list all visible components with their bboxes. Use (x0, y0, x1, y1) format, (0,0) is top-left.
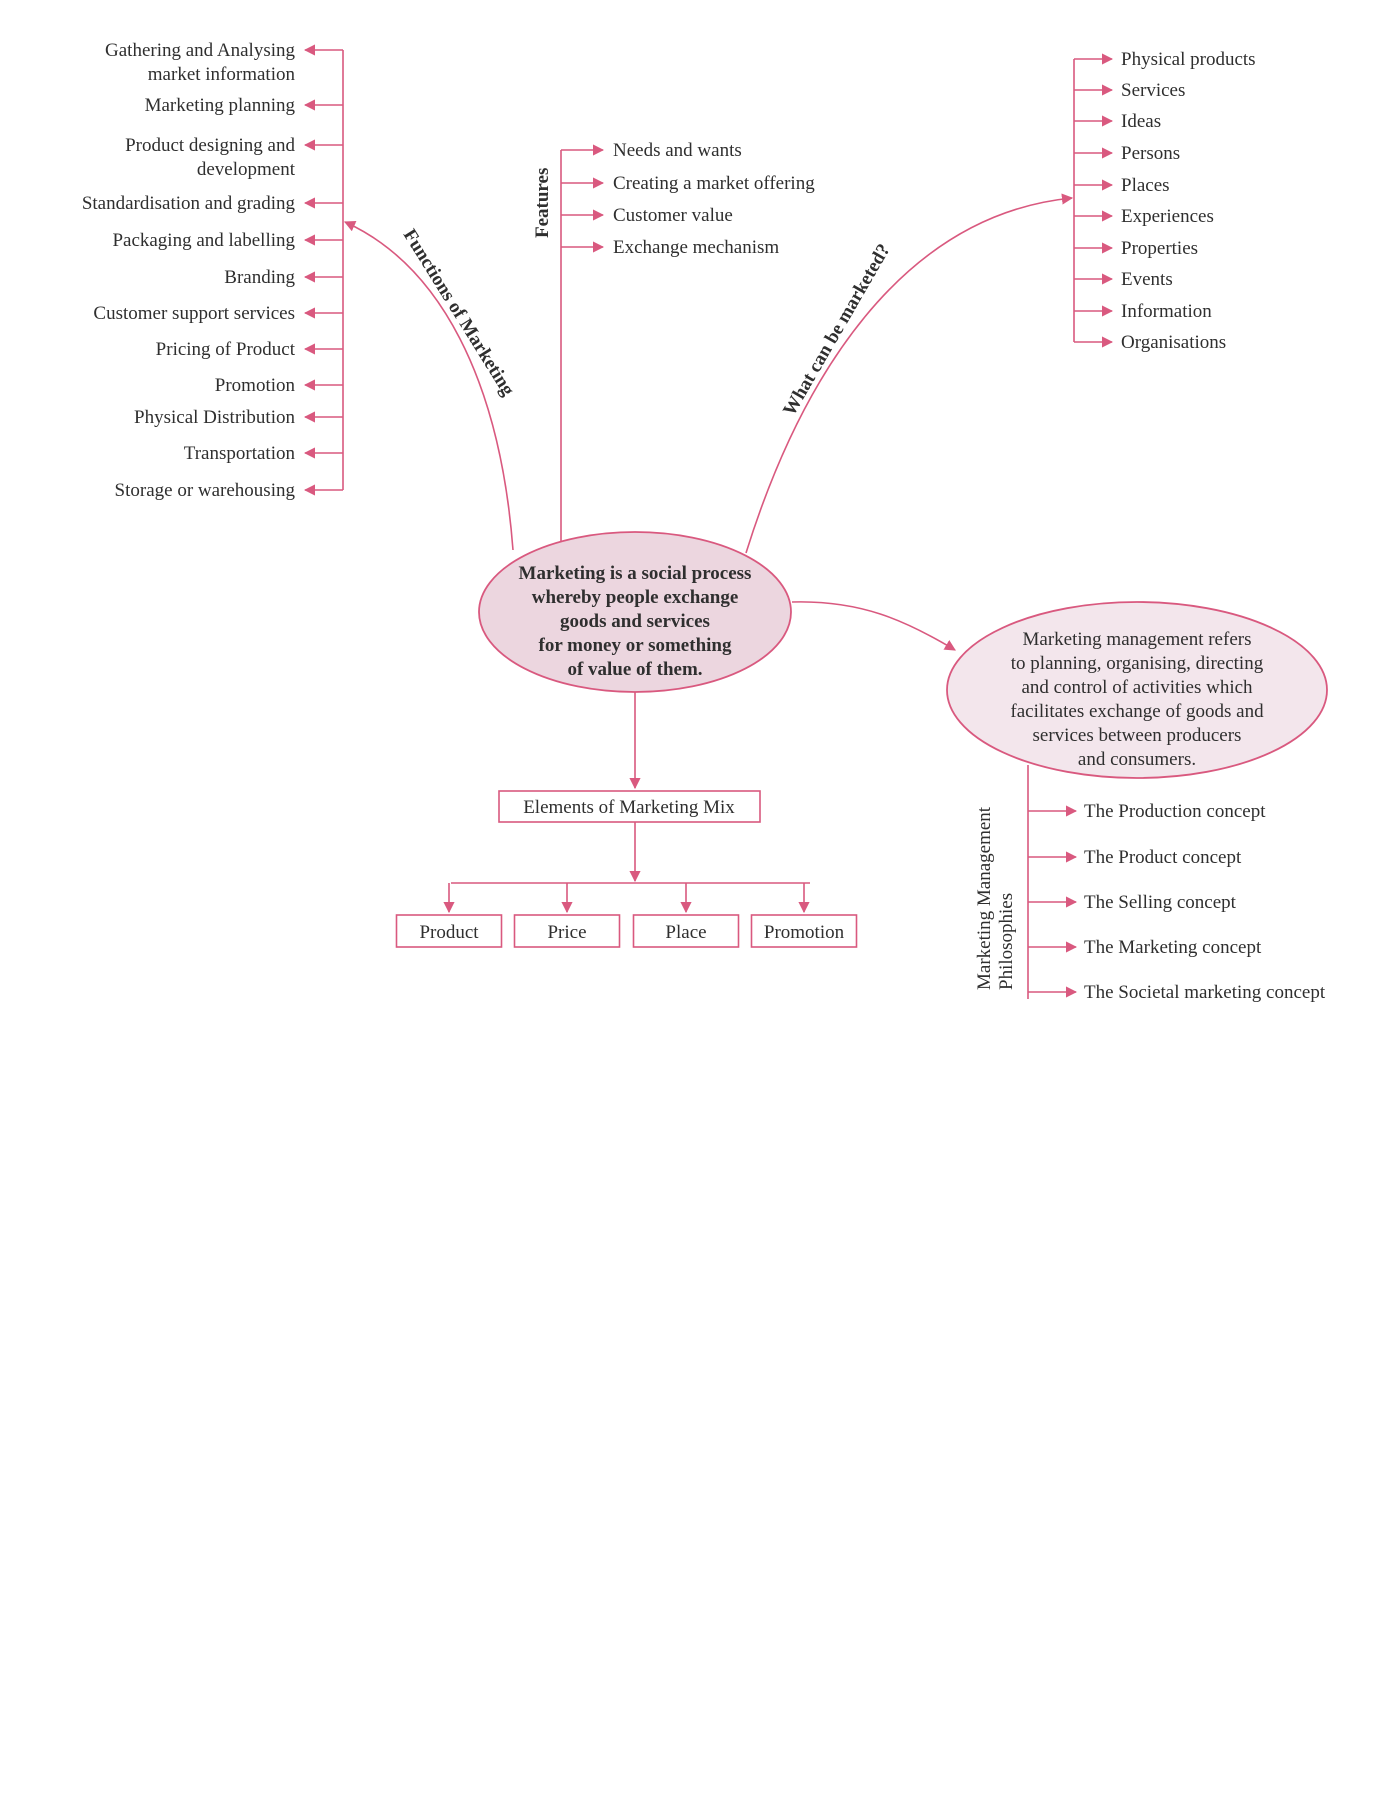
text-line: Standardisation and grading (82, 193, 296, 214)
marketing-mix-branch: Elements of Marketing Mix Product Price Pl… (395, 692, 858, 948)
feature-item: Customer value (613, 205, 733, 226)
text-line: Pricing of Product (156, 339, 296, 360)
text-line: Storage or warehousing (115, 480, 296, 501)
mix-item-label: Product (419, 922, 479, 943)
text-line: for money or something (539, 635, 732, 656)
text-line: Transportation (184, 443, 296, 464)
mix-item-label: Price (547, 922, 586, 943)
mix-item-box (632, 914, 740, 948)
text-line: development (197, 159, 296, 180)
marketed-item: Places (1121, 175, 1170, 196)
function-item: Transportation (184, 443, 296, 464)
marketed-item: Events (1121, 269, 1173, 290)
text-line: Packaging and labelling (112, 230, 295, 251)
center-definition-text: Marketing is a social process whereby peo… (519, 563, 752, 680)
text-line: Marketing management refers (1023, 629, 1252, 650)
text-line: Customer support services (93, 303, 295, 324)
function-item: Physical Distribution (134, 407, 295, 428)
marketing-mix-title: Elements of Marketing Mix (523, 797, 735, 818)
philosophy-item: The Product concept (1084, 847, 1242, 868)
what-can-be-marketed-label: What can be marketed? (779, 240, 895, 419)
text-line: Marketing Management (974, 806, 995, 990)
function-item: Customer support services (93, 303, 295, 324)
text-line: facilitates exchange of goods and (1010, 701, 1264, 722)
marketed-item: Information (1121, 301, 1212, 322)
mix-item-box (395, 914, 503, 948)
features-label: Features (532, 168, 553, 238)
function-item: Storage or warehousing (115, 480, 296, 501)
functions-of-marketing-label: Functions of Marketing (399, 226, 519, 400)
marketed-item: Persons (1121, 143, 1180, 164)
philosophy-item: The Marketing concept (1084, 937, 1262, 958)
marketing-management-philosophies-branch: Marketing ManagementPhilosophies The Pro… (974, 765, 1326, 1003)
what-can-be-marketed-branch: What can be marketed? Physical productsS… (745, 49, 1256, 554)
text-line: Branding (224, 267, 295, 288)
philosophy-item: The Societal marketing concept (1084, 982, 1326, 1003)
marketed-item: Experiences (1121, 206, 1214, 227)
function-item: Pricing of Product (156, 339, 296, 360)
function-item: Promotion (215, 375, 296, 396)
marketed-item: Services (1121, 80, 1185, 101)
functions-connector-curve (343, 221, 514, 551)
function-item: Branding (224, 267, 295, 288)
text-line: Marketing planning (145, 95, 296, 116)
philosophy-item: The Selling concept (1084, 892, 1237, 913)
text-line: whereby people exchange (532, 587, 739, 608)
function-item: Gathering and Analysing market informatio… (105, 40, 295, 85)
text-line: Philosophies (996, 893, 1017, 990)
text-line: of value of them. (567, 659, 702, 680)
feature-item: Exchange mechanism (613, 237, 779, 258)
mix-item-box (750, 914, 858, 948)
marketing-mix-box (498, 790, 761, 823)
function-item: Product designing and development (125, 135, 296, 180)
text-line: Product designing and (125, 135, 295, 156)
mix-item-label: Promotion (764, 922, 845, 943)
marketing-management-philosophies-label: Marketing ManagementPhilosophies (974, 806, 1017, 990)
marketing-management-definition: Marketing management refers to planning, … (946, 601, 1328, 779)
function-item: Marketing planning (145, 95, 296, 116)
marketed-item: Properties (1121, 238, 1198, 259)
marketed-connector-curve (745, 193, 1074, 554)
marketing-management-text: Marketing management refers to planning, … (1010, 629, 1264, 770)
marketed-item: Physical products (1121, 49, 1256, 70)
feature-item: Needs and wants (613, 140, 742, 161)
text-line: and control of activities which (1021, 677, 1253, 698)
text-line: and consumers. (1078, 749, 1196, 770)
management-oval (946, 601, 1328, 779)
function-item: Packaging and labelling (112, 230, 295, 251)
text-line: Physical Distribution (134, 407, 295, 428)
mix-item-label: Place (665, 922, 706, 943)
text-line: Gathering and Analysing (105, 40, 295, 61)
management-connector-curve (791, 601, 956, 651)
feature-item: Creating a market offering (613, 173, 815, 194)
text-line: services between producers (1033, 725, 1242, 746)
text-line: Marketing is a social process (519, 563, 752, 584)
text-line: market information (148, 64, 296, 85)
text-line: to planning, organising, directing (1011, 653, 1264, 674)
center-definition: Marketing is a social process whereby peo… (478, 531, 792, 693)
mix-item-box (513, 914, 621, 948)
text-line: goods and services (560, 611, 710, 632)
functions-of-marketing-branch: Functions of Marketing Gathering and Ana… (82, 40, 519, 551)
function-item: Standardisation and grading (82, 193, 296, 214)
marketed-item: Ideas (1121, 111, 1161, 132)
text-line: Promotion (215, 375, 296, 396)
philosophy-item: The Production concept (1084, 801, 1266, 822)
marketed-item: Organisations (1121, 332, 1226, 353)
